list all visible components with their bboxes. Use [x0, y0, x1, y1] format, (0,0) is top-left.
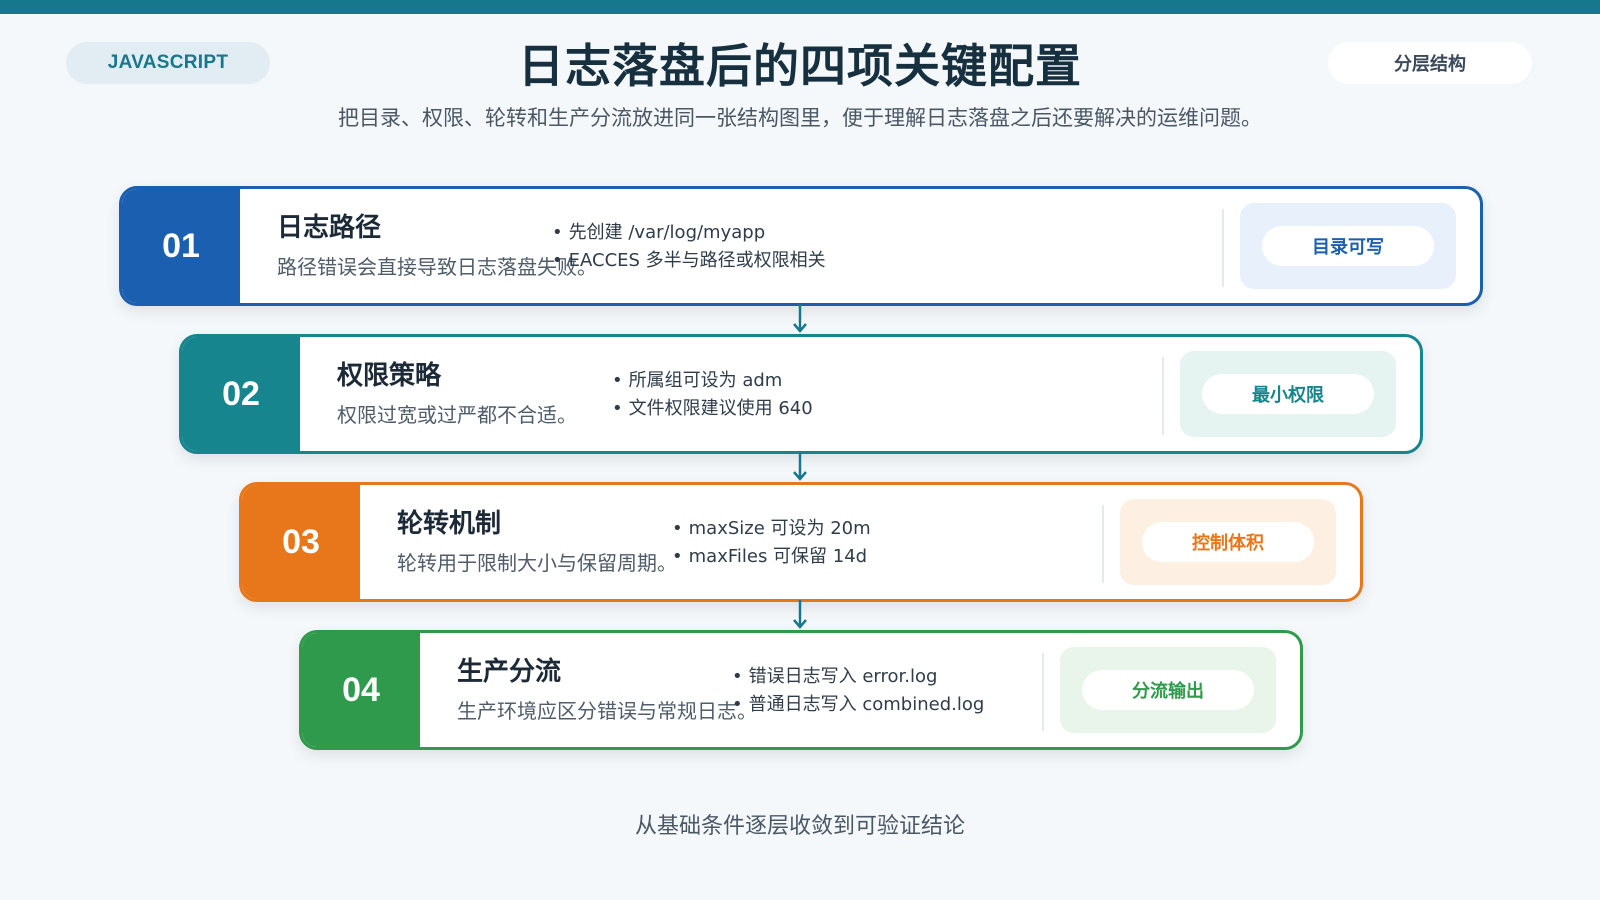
step-title: 权限策略 — [337, 361, 442, 391]
badge-panel: 分流输出 — [1060, 647, 1276, 733]
page-subtitle: 把目录、权限、轮转和生产分流放进同一张结构图里，便于理解日志落盘之后还要解决的运… — [338, 106, 1262, 130]
step-card-04: 04 生产分流 生产环境应区分错误与常规日志。 错误日志写入 error.log… — [299, 630, 1303, 750]
step-card-01: 01 日志路径 路径错误会直接导致日志落盘失败。 先创建 /var/log/my… — [119, 186, 1483, 306]
step-card-03: 03 轮转机制 轮转用于限制大小与保留周期。 maxSize 可设为 20m m… — [239, 482, 1363, 602]
top-accent-bar — [0, 0, 1600, 14]
divider — [1162, 357, 1164, 435]
step-badge: 控制体积 — [1142, 522, 1314, 562]
step-title: 生产分流 — [457, 657, 562, 687]
bullet-item: 普通日志写入 combined.log — [732, 691, 985, 719]
step-description: 生产环境应区分错误与常规日志。 — [457, 699, 757, 723]
bullet-item: EACCES 多半与路径或权限相关 — [552, 247, 826, 275]
step-bullets: 所属组可设为 adm 文件权限建议使用 640 — [612, 367, 813, 423]
step-description: 权限过宽或过严都不合适。 — [337, 403, 577, 427]
page-title: 日志落盘后的四项关键配置 — [518, 39, 1082, 93]
topic-tag: JAVASCRIPT — [66, 42, 270, 84]
step-bullets: 先创建 /var/log/myapp EACCES 多半与路径或权限相关 — [552, 219, 826, 275]
connector-arrow-icon — [793, 452, 807, 481]
step-number: 03 — [242, 485, 360, 599]
divider — [1102, 505, 1104, 583]
badge-panel: 目录可写 — [1240, 203, 1456, 289]
badge-panel: 最小权限 — [1180, 351, 1396, 437]
bullet-item: 错误日志写入 error.log — [732, 663, 984, 691]
step-badge: 分流输出 — [1082, 670, 1254, 710]
step-title: 轮转机制 — [397, 509, 502, 539]
divider — [1042, 653, 1044, 731]
step-bullets: maxSize 可设为 20m maxFiles 可保留 14d — [672, 515, 871, 571]
bullet-item: maxFiles 可保留 14d — [672, 543, 871, 571]
connector-arrow-icon — [793, 600, 807, 629]
bullet-item: 所属组可设为 adm — [612, 367, 813, 395]
step-description: 轮转用于限制大小与保留周期。 — [397, 551, 677, 575]
step-number: 04 — [302, 633, 420, 747]
connector-arrow-icon — [793, 304, 807, 333]
footer-caption: 从基础条件逐层收敛到可验证结论 — [634, 814, 965, 839]
step-title: 日志路径 — [277, 213, 382, 243]
bullet-item: maxSize 可设为 20m — [672, 515, 871, 543]
step-badge: 目录可写 — [1262, 226, 1434, 266]
step-number: 01 — [122, 189, 240, 303]
step-description: 路径错误会直接导致日志落盘失败。 — [277, 255, 597, 279]
step-number: 02 — [182, 337, 300, 451]
divider — [1222, 209, 1224, 287]
bullet-item: 先创建 /var/log/myapp — [552, 219, 826, 247]
badge-panel: 控制体积 — [1120, 499, 1336, 585]
step-badge: 最小权限 — [1202, 374, 1374, 414]
category-tag: 分层结构 — [1328, 42, 1532, 84]
step-card-02: 02 权限策略 权限过宽或过严都不合适。 所属组可设为 adm 文件权限建议使用… — [179, 334, 1423, 454]
bullet-item: 文件权限建议使用 640 — [612, 395, 813, 423]
step-bullets: 错误日志写入 error.log 普通日志写入 combined.log — [732, 663, 985, 719]
